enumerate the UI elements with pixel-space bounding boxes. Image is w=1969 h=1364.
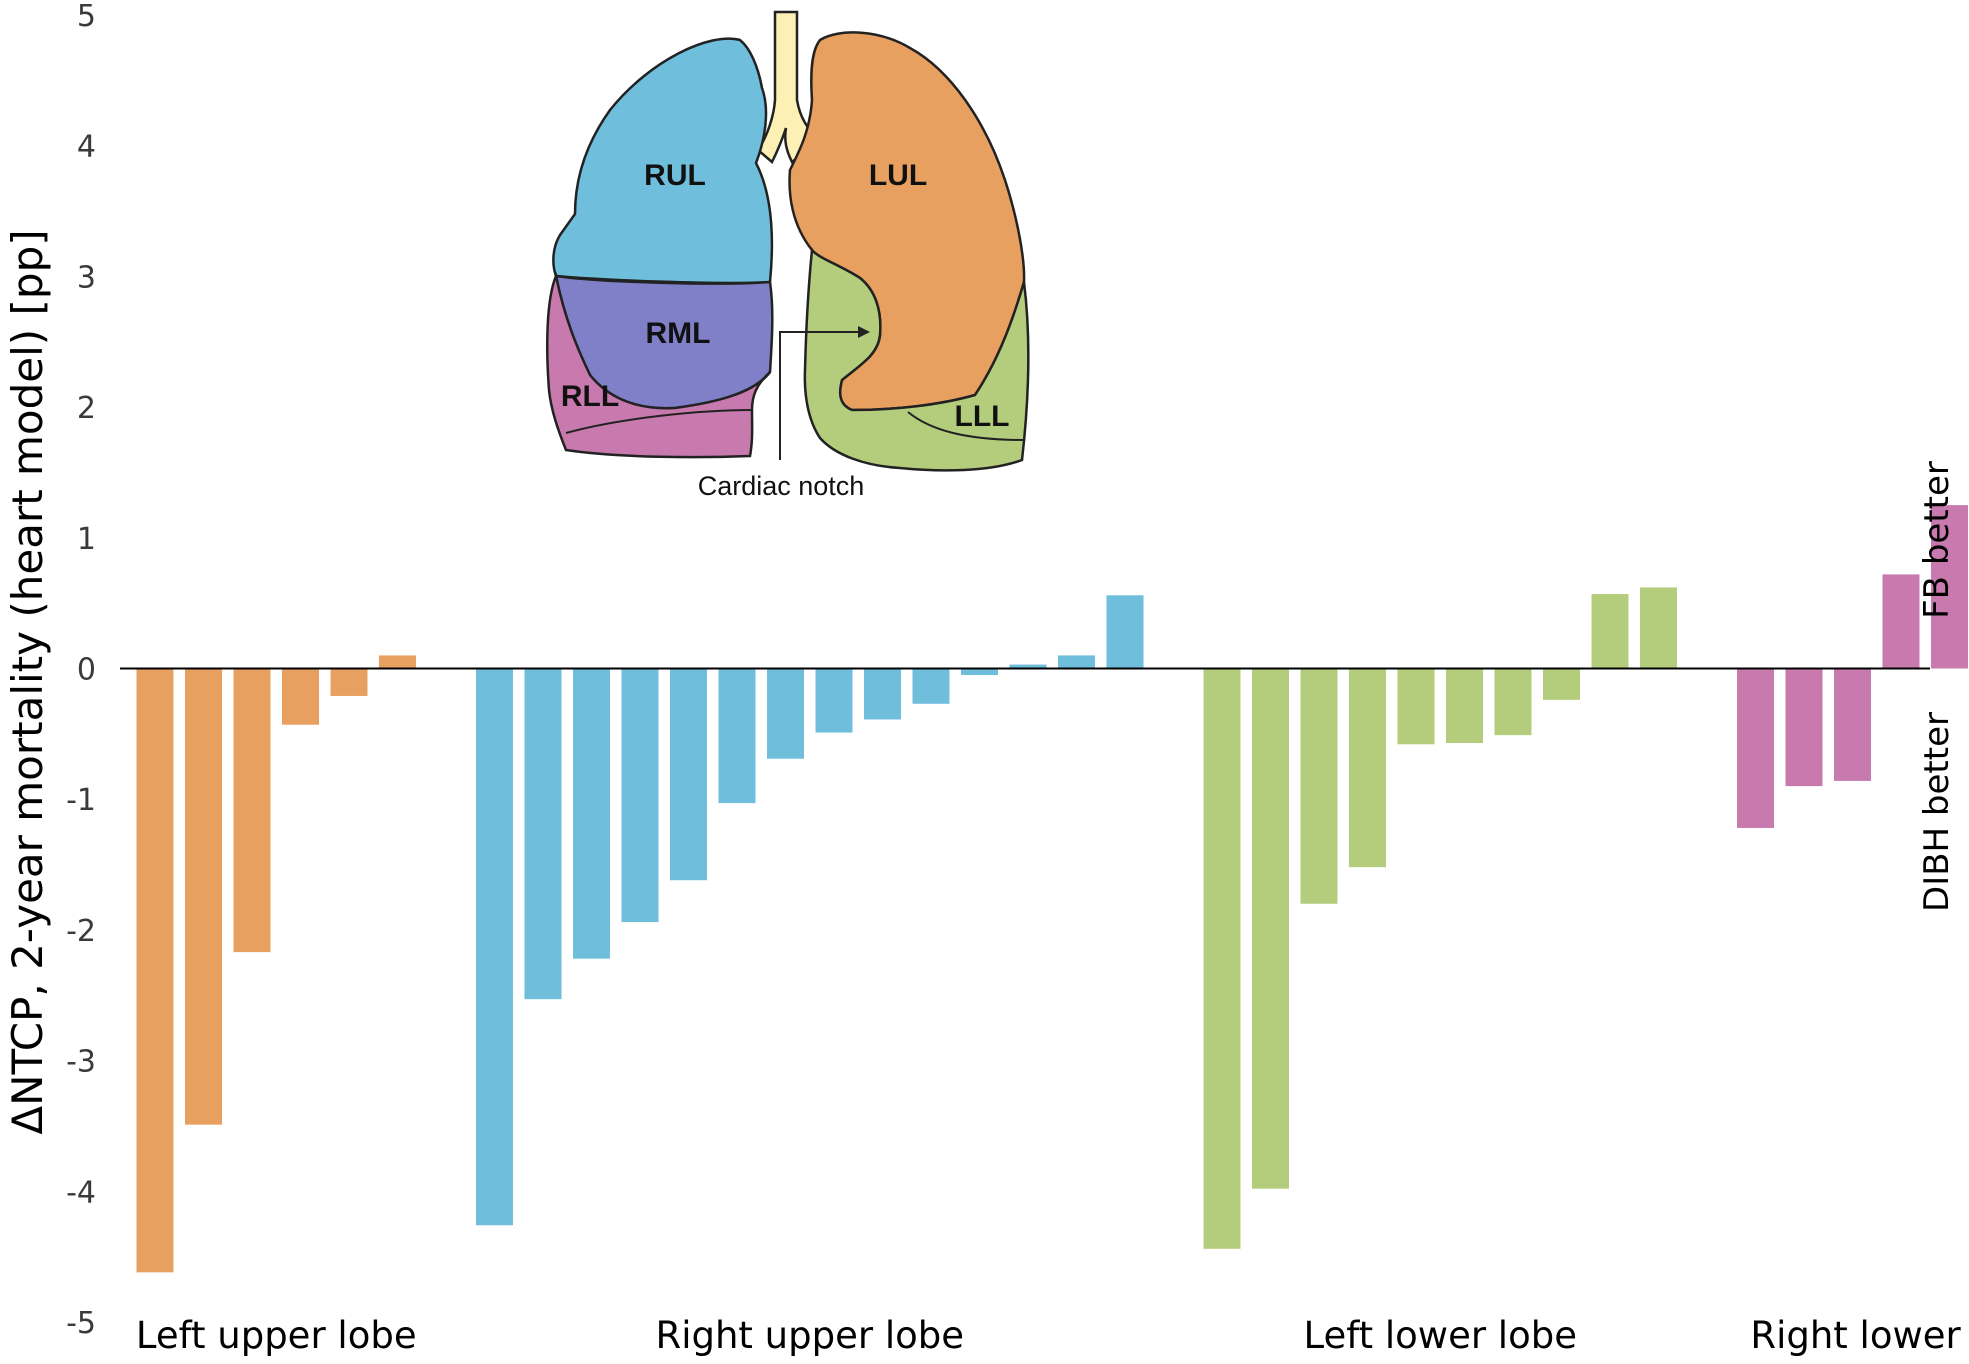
lobe-rul [552, 37, 774, 285]
bar [718, 668, 756, 804]
side-label-negative: DIBH better [1917, 712, 1957, 912]
y-axis-ticks: -5 -4 -3 -2 -1 0 1 2 3 4 5 [66, 0, 96, 1341]
bar [573, 668, 610, 959]
bar [1446, 668, 1483, 743]
y-tick-label: -2 [66, 914, 96, 949]
bar [1252, 668, 1289, 1189]
y-tick-label: -5 [66, 1306, 96, 1341]
bar [233, 668, 271, 953]
y-tick-label: 1 [77, 522, 96, 557]
bar [864, 668, 901, 720]
lobe-lll [803, 246, 1030, 472]
bar [476, 668, 513, 1226]
label-rll: RLL [561, 380, 619, 413]
group-label: Right lower lobe [1750, 1314, 1969, 1357]
lung-diagram: RUL RML RLL LUL LLL Cardiac notch [546, 10, 1030, 501]
bar [1543, 668, 1580, 700]
group-labels: Left upper lobe Right upper lobe Left lowe… [136, 1314, 1969, 1357]
bar [1009, 664, 1047, 669]
bars [136, 505, 1968, 1273]
y-tick-label: -1 [66, 783, 96, 818]
bar [330, 668, 368, 696]
side-label-positive: FB better [1917, 461, 1957, 619]
bar [136, 668, 174, 1273]
label-cardiac-notch: Cardiac notch [698, 471, 865, 501]
label-rul: RUL [644, 159, 706, 192]
bar [767, 668, 804, 759]
y-tick-label: 3 [77, 260, 96, 295]
group-label: Left upper lobe [136, 1314, 417, 1357]
y-tick-label: 0 [77, 653, 96, 688]
bar [1834, 668, 1871, 781]
notch-arrowhead [858, 326, 870, 338]
y-tick-label: 2 [77, 391, 96, 426]
notch-arrow [779, 331, 862, 460]
bar [1931, 505, 1968, 669]
group-label: Right upper lobe [655, 1314, 964, 1357]
rll-fissure [565, 409, 753, 434]
bar [621, 668, 659, 923]
bar [1058, 655, 1095, 669]
bar [961, 668, 998, 676]
y-tick-label: -4 [66, 1175, 96, 1210]
bar [1203, 668, 1241, 1249]
label-rml: RML [646, 317, 711, 350]
lll-fissure [907, 411, 1025, 441]
y-axis-title: ΔNTCP, 2-year mortality (heart model) [p… [3, 229, 52, 1134]
bar [815, 668, 853, 733]
label-lll: LLL [955, 400, 1010, 433]
group-label: Left lower lobe [1304, 1314, 1577, 1357]
bar [1640, 587, 1677, 669]
bar [912, 668, 950, 704]
bar [185, 668, 222, 1125]
label-lul: LUL [869, 159, 927, 192]
bar [1397, 668, 1435, 745]
bar [282, 668, 319, 725]
bar [1591, 594, 1629, 669]
y-tick-label: 4 [77, 130, 96, 165]
bar [379, 655, 416, 669]
bar [1106, 595, 1144, 669]
bar [1785, 668, 1823, 787]
y-tick-label: -3 [66, 1045, 96, 1080]
bar [670, 668, 707, 881]
bar [524, 668, 562, 1000]
bar [1494, 668, 1532, 736]
bar [1349, 668, 1386, 868]
y-tick-label: 5 [77, 0, 96, 34]
trachea [756, 10, 822, 164]
bar [1737, 668, 1774, 828]
bar [1300, 668, 1338, 904]
bar [1882, 574, 1920, 669]
